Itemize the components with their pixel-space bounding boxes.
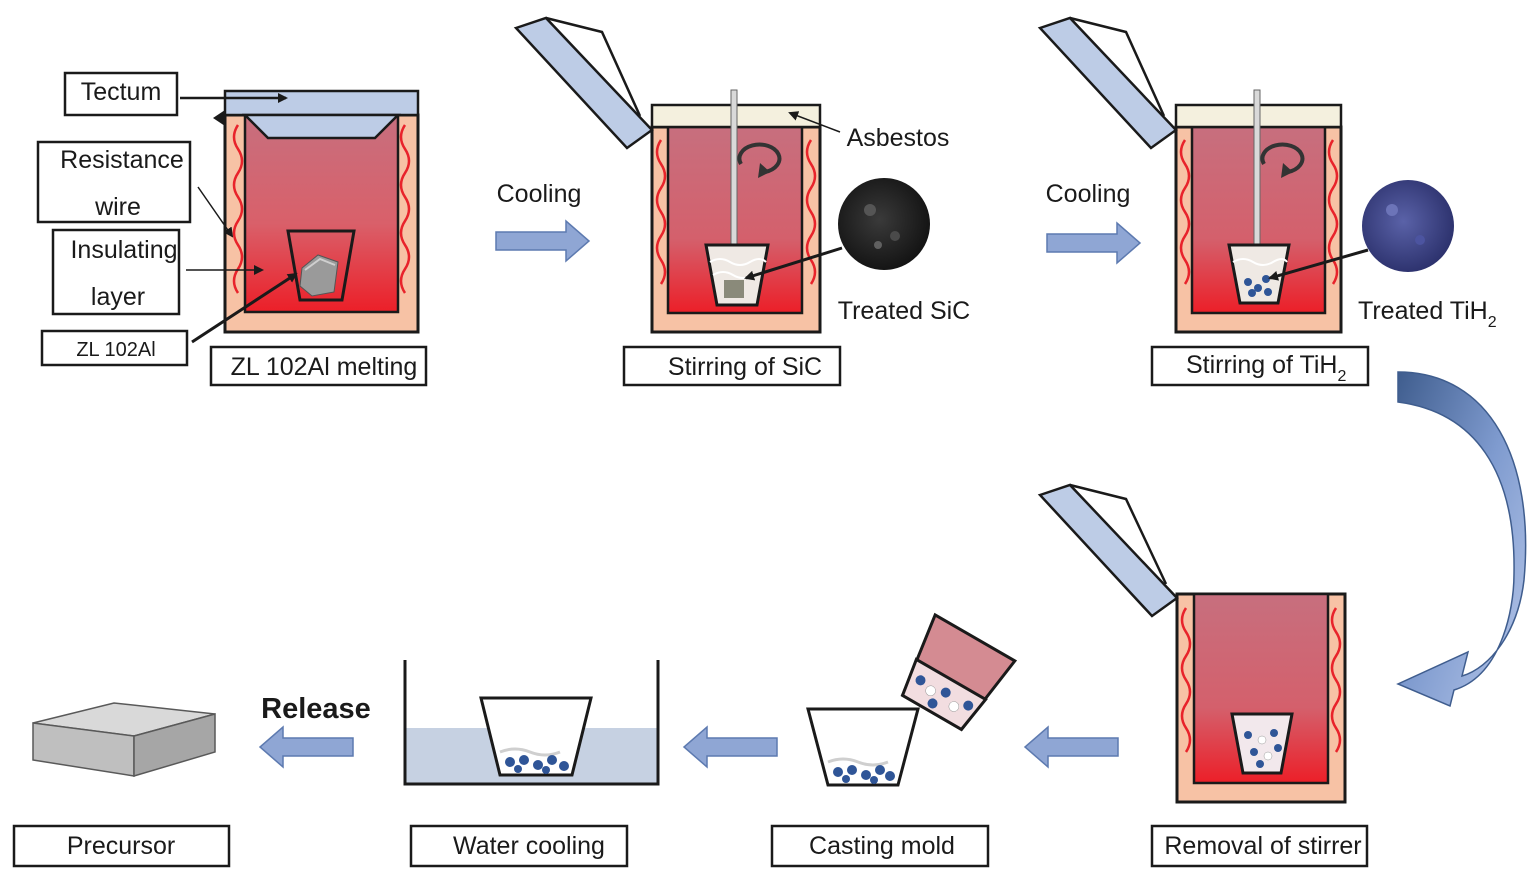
label-tectum: Tectum — [63, 71, 288, 117]
step-1-caption: ZL 102Al melting — [209, 345, 428, 387]
step-1-text: ZL 102Al melting — [231, 353, 418, 381]
zl102al-text: ZL 102Al — [76, 339, 155, 361]
sic-powder: Treated SiC — [744, 178, 970, 325]
furnace-3 — [1037, 16, 1343, 334]
cooling-text-1: Cooling — [497, 180, 582, 208]
step-2-caption: Stirring of SiC — [622, 345, 842, 387]
label-insulating-layer: Insulating layer — [51, 228, 264, 316]
step-5-text: Casting mold — [809, 832, 955, 860]
step-4-text: Removal of stirrer — [1164, 832, 1361, 860]
casting-mold — [806, 612, 1018, 787]
step-6-text: Water cooling — [453, 832, 605, 860]
arrow-5-6 — [682, 725, 778, 769]
treated-sic-text: Treated SiC — [838, 297, 970, 325]
asbestos-label: Asbestos — [788, 111, 950, 152]
cooling-text-2: Cooling — [1046, 180, 1131, 208]
cooling-arrow-2: Cooling — [1046, 180, 1142, 265]
furnace-1 — [213, 89, 420, 334]
label-zl102al: ZL 102Al — [40, 272, 298, 367]
insulating-layer-text-1: Insulating — [70, 236, 177, 264]
step-3-text: Stirring of TiH2 — [1186, 351, 1346, 385]
step-3-caption: Stirring of TiH2 — [1150, 345, 1370, 387]
resistance-wire-text-1: Resistance — [60, 146, 184, 174]
label-resistance-wire: Resistance wire — [36, 140, 234, 238]
release-text: Release — [261, 693, 371, 725]
water-tank — [403, 660, 660, 786]
curved-arrow — [1396, 371, 1527, 708]
tectum-text: Tectum — [81, 78, 162, 106]
step-7-text: Precursor — [67, 832, 175, 860]
precursor-block — [32, 702, 216, 778]
tih2-powder: Treated TiH2 — [1268, 180, 1497, 331]
treated-tih2-text: Treated TiH2 — [1358, 297, 1497, 331]
furnace-4 — [1037, 483, 1347, 804]
release-arrow: Release — [258, 693, 371, 769]
arrow-4-5 — [1023, 725, 1119, 769]
step-6-caption: Water cooling — [409, 824, 629, 868]
cooling-arrow-1: Cooling — [495, 180, 591, 263]
resistance-wire-text-2: wire — [94, 193, 141, 221]
asbestos-text: Asbestos — [847, 124, 950, 152]
insulating-layer-text-2: layer — [91, 283, 145, 311]
step-5-caption: Casting mold — [770, 824, 990, 868]
step-2-text: Stirring of SiC — [668, 353, 822, 381]
step-4-caption: Removal of stirrer — [1150, 824, 1369, 868]
step-7-caption: Precursor — [12, 824, 231, 868]
furnace-2 — [513, 16, 822, 334]
